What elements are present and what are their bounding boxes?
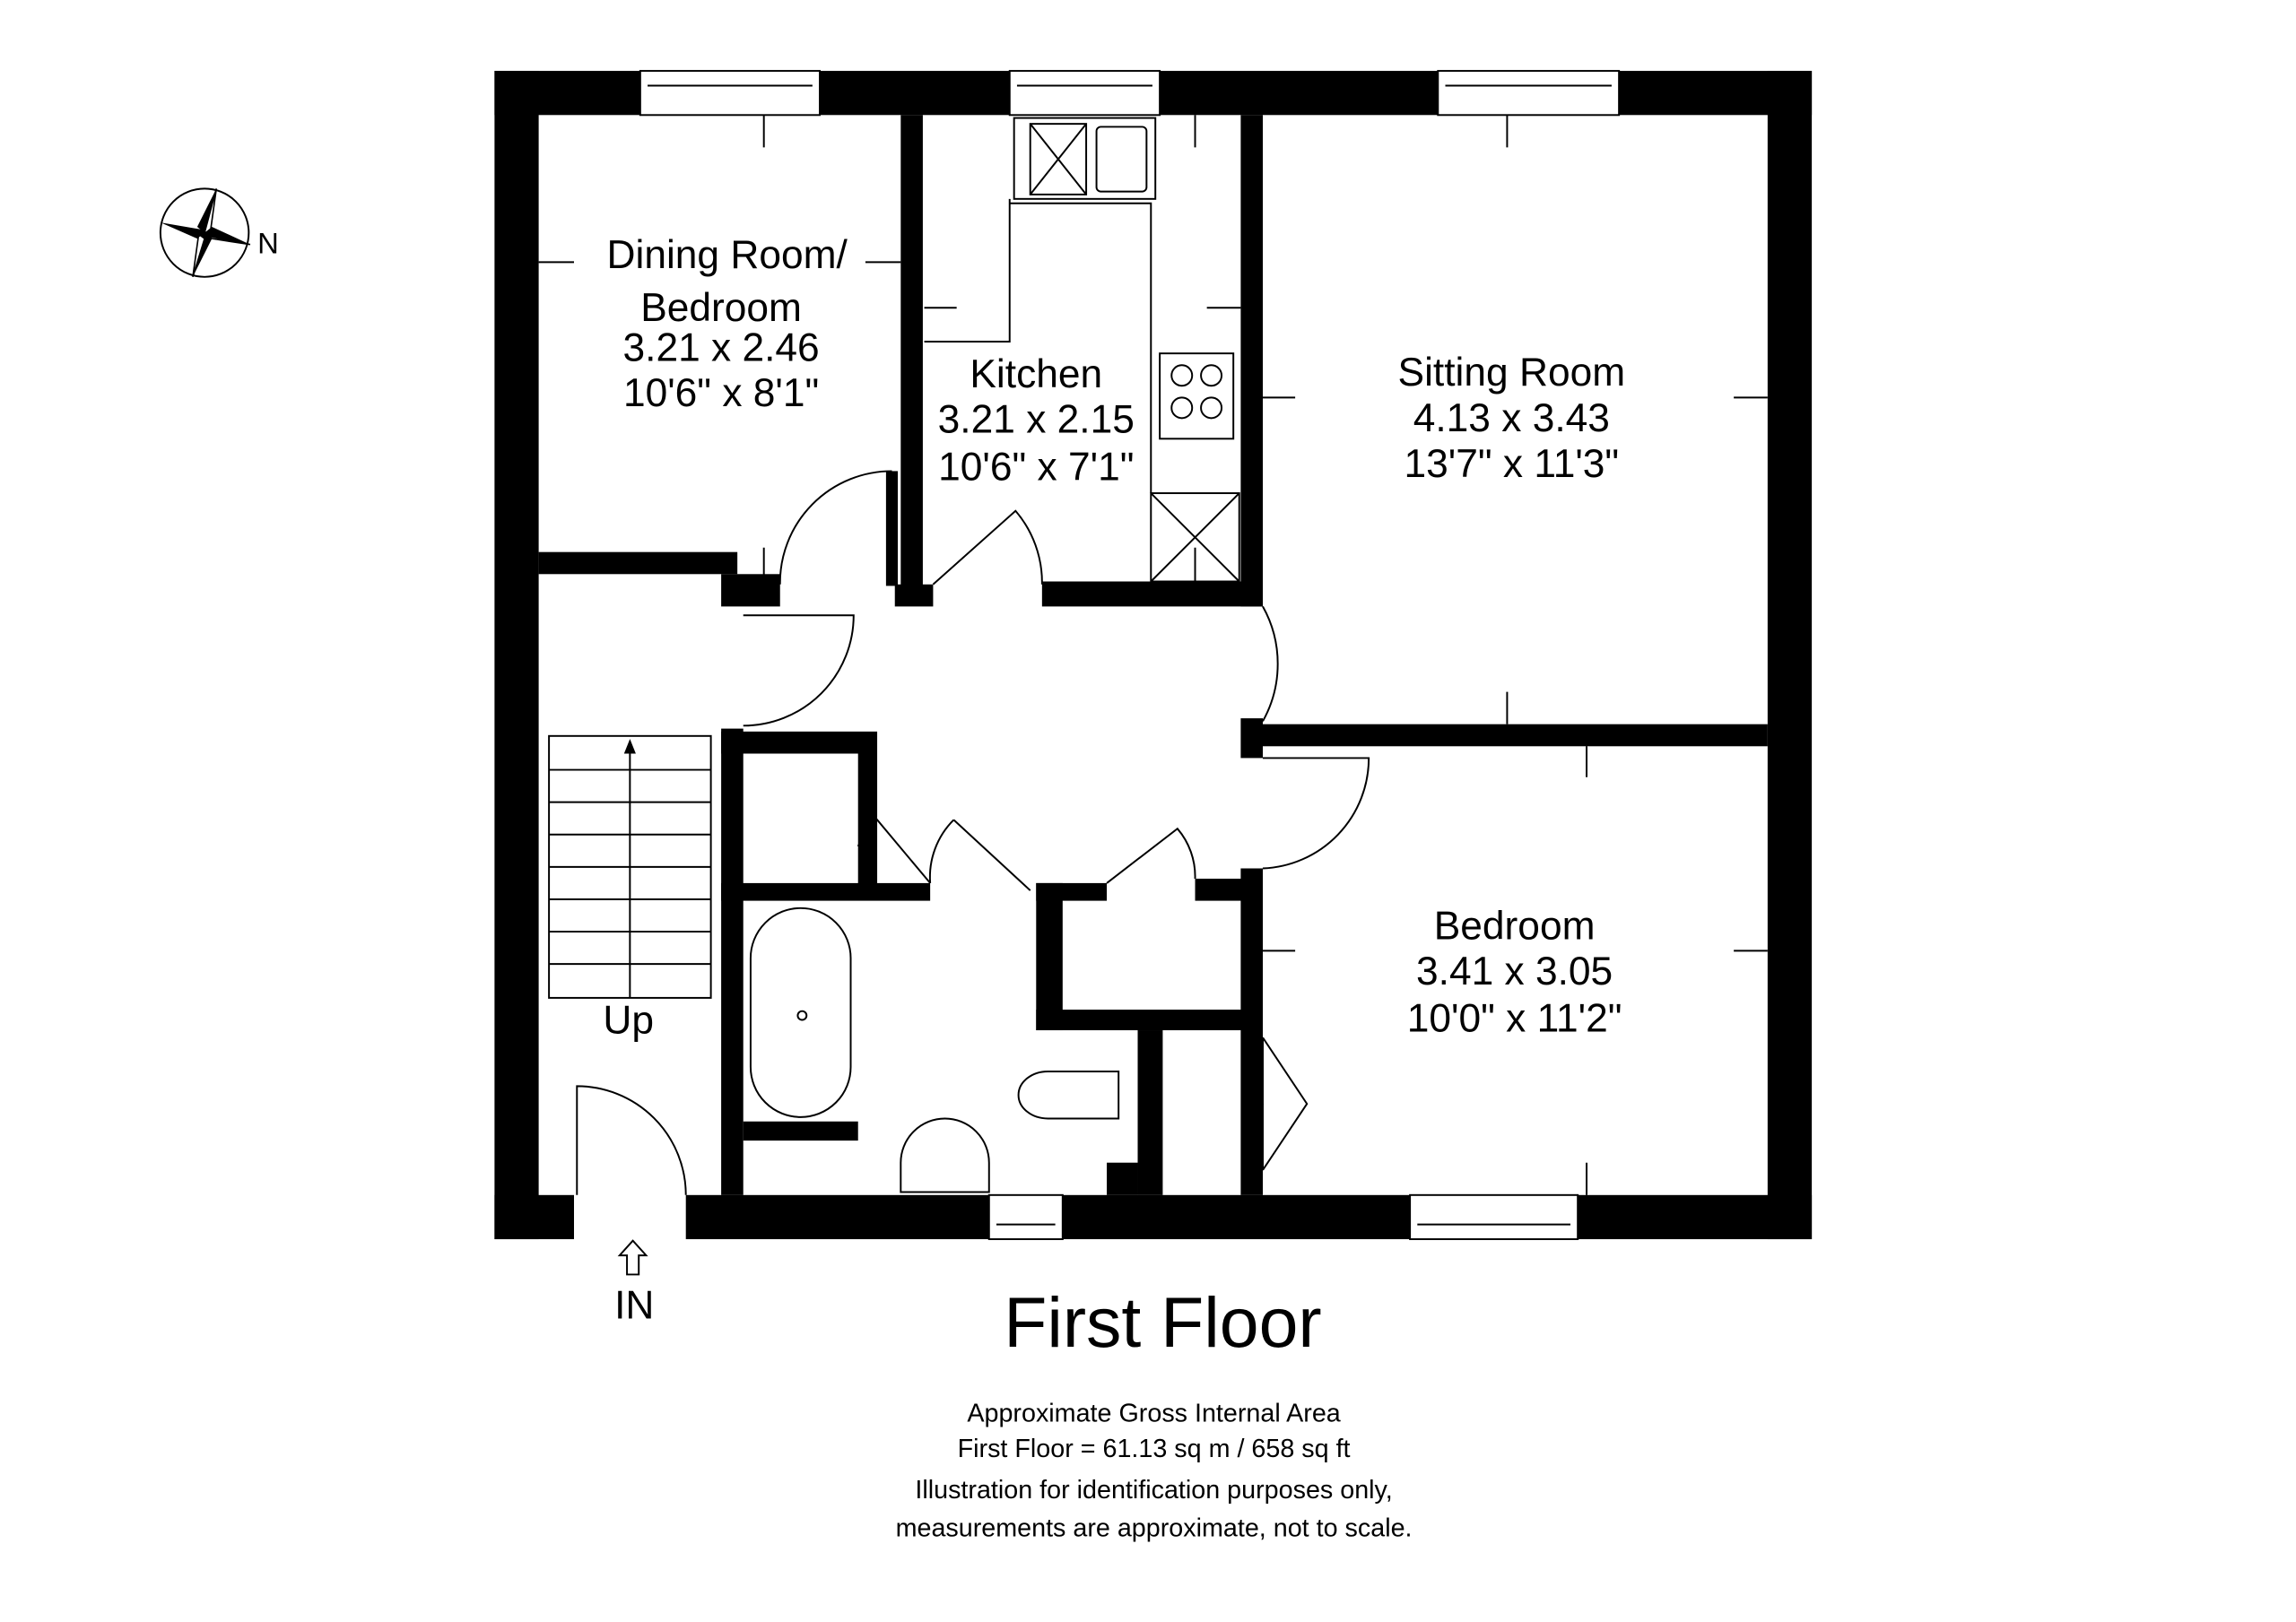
windows	[639, 70, 1621, 1241]
dimension-arrows	[538, 115, 1768, 1195]
doors	[576, 470, 1370, 1195]
room-metric: 3.41 x 3.05	[1416, 950, 1613, 993]
interior-walls	[538, 115, 1768, 1195]
footer-disclaimer-1: Illustration for identification purposes…	[915, 1476, 1392, 1505]
stairs-up-label: Up	[603, 998, 654, 1042]
room-name: Kitchen	[970, 352, 1102, 396]
room-kitchen: Kitchen 3.21 x 2.15 10'6" x 7'1"	[938, 352, 1135, 489]
footer-area-value: First Floor = 61.13 sq m / 658 sq ft	[958, 1435, 1351, 1463]
footer-area-heading: Approximate Gross Internal Area	[967, 1400, 1340, 1428]
room-imperial: 10'6" x 7'1"	[938, 445, 1134, 489]
fixtures	[749, 117, 1240, 1193]
room-name: Sitting Room	[1398, 351, 1626, 395]
compass-north-label: N	[257, 227, 279, 260]
staircase	[548, 734, 712, 999]
entrance-arrow-icon	[617, 1239, 648, 1276]
room-name-line2: Bedroom	[640, 286, 802, 330]
room-imperial: 10'6" x 8'1"	[623, 371, 819, 415]
compass-icon	[159, 187, 251, 278]
room-imperial: 13'7" x 11'3"	[1405, 442, 1620, 486]
room-bedroom: Bedroom 3.41 x 3.05 10'0" x 11'2"	[1407, 904, 1622, 1040]
room-sitting-room: Sitting Room 4.13 x 3.43 13'7" x 11'3"	[1398, 351, 1626, 486]
room-name: Dining Room/	[606, 233, 848, 277]
room-metric: 3.21 x 2.46	[623, 325, 820, 369]
room-name: Bedroom	[1434, 904, 1596, 948]
footer-disclaimer-2: measurements are approximate, not to sca…	[896, 1514, 1413, 1543]
room-imperial: 10'0" x 11'2"	[1407, 997, 1622, 1041]
room-metric: 3.21 x 2.15	[938, 398, 1135, 442]
entrance-label: IN	[614, 1284, 654, 1328]
room-dining-bedroom: Dining Room/ Bedroom 3.21 x 2.46 10'6" x…	[606, 233, 848, 415]
outer-walls	[494, 71, 1813, 1240]
floor-title: First Floor	[1004, 1283, 1321, 1362]
room-metric: 4.13 x 3.43	[1413, 396, 1610, 440]
